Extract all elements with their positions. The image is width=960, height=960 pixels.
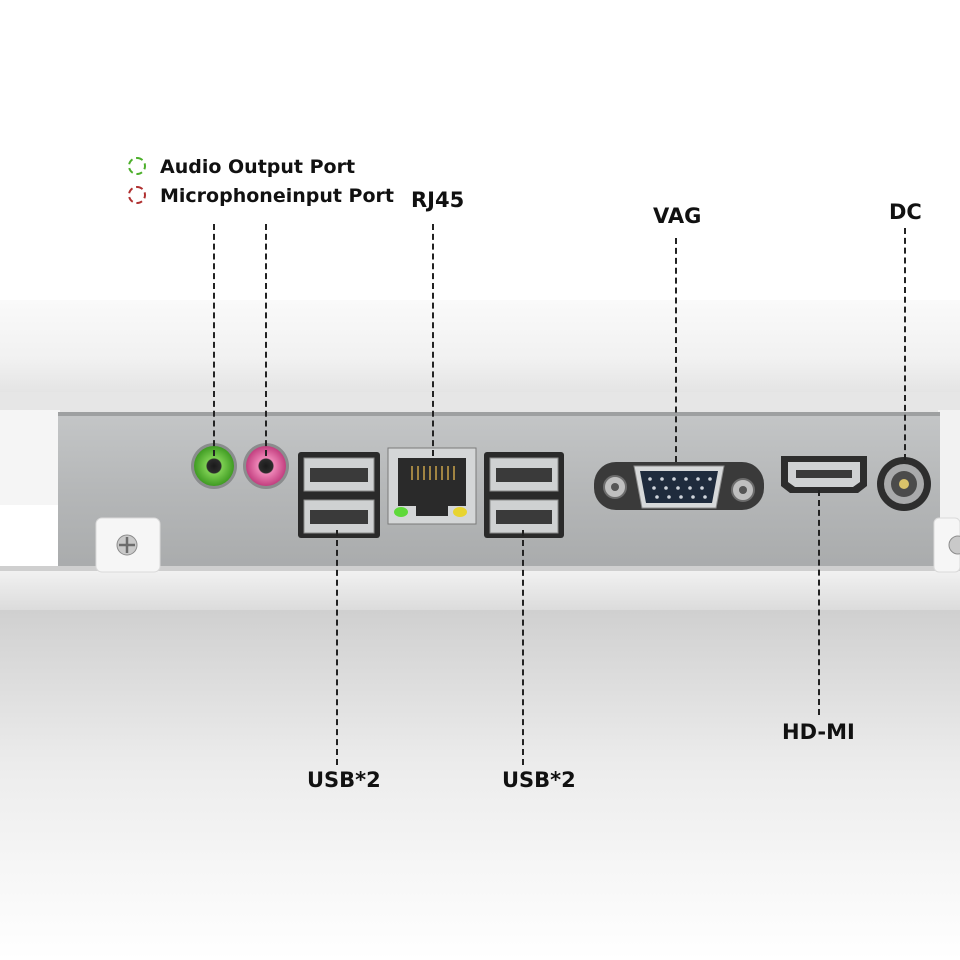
leader-line-microphone-input: [265, 224, 267, 456]
callout-hdmi: HD-MI: [782, 720, 855, 744]
leader-line-usb-left: [336, 530, 338, 765]
leader-line-audio-output: [213, 224, 215, 456]
leader-line-rj45: [432, 224, 434, 456]
leader-line-dc: [904, 228, 906, 460]
callout-vga: VAG: [653, 204, 702, 228]
legend-item-audio-output: Audio Output Port: [128, 156, 355, 178]
callout-usb-left: USB*2: [307, 768, 381, 792]
green-dashed-circle-icon: [128, 157, 146, 175]
legend-label-microphone-input: Microphoneinput Port: [160, 185, 394, 207]
legend-label-audio-output: Audio Output Port: [160, 156, 356, 178]
leader-line-usb-right: [522, 530, 524, 765]
red-dashed-circle-icon: [128, 186, 146, 204]
callout-rj45: RJ45: [411, 188, 465, 212]
callout-usb-right: USB*2: [502, 768, 576, 792]
leader-line-hdmi: [818, 490, 820, 715]
callout-dc: DC: [889, 200, 922, 224]
legend-item-microphone-input: Microphoneinput Port: [128, 185, 394, 207]
leader-line-vga: [675, 238, 677, 462]
